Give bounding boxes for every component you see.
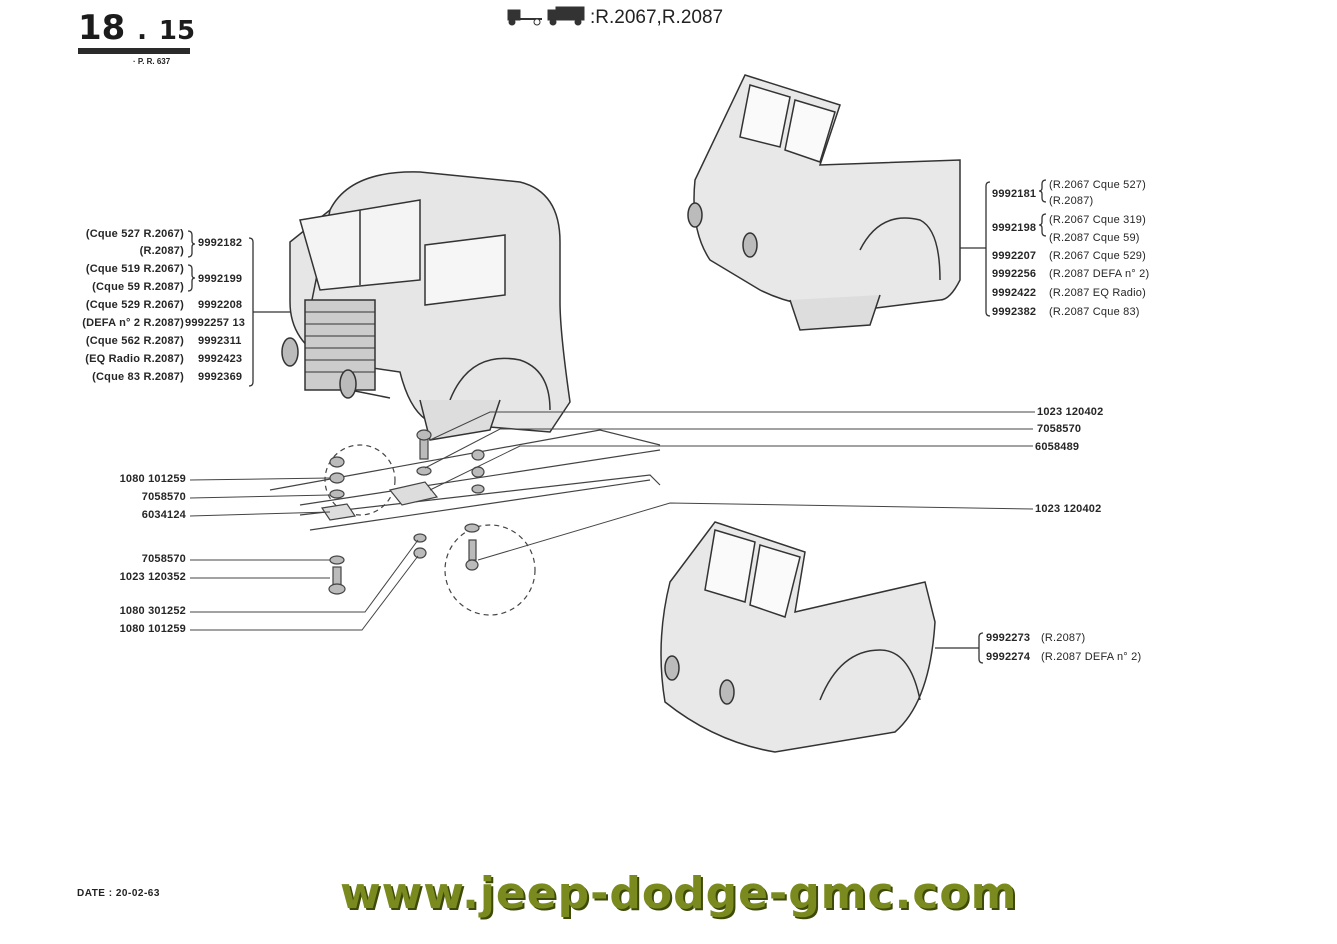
part-desc: (EQ Radio R.2087) [85,353,184,365]
part-number: 9992423 [198,353,243,365]
callout-washer: 7058570 [141,553,186,565]
left-brackets [187,230,290,387]
part-desc: (R.2087 DEFA n° 2) [1041,651,1142,663]
part-number: 9992198 [992,222,1037,234]
part-desc: (R.2087 Cque 59) [1049,232,1140,244]
truck-icons [507,6,585,26]
callout-bolt: 1023 120352 [119,571,186,583]
part-desc: (R.2087 EQ Radio) [1049,287,1146,299]
callout-nut: 1080 101259 [119,623,186,635]
part-number: 9992208 [198,299,243,311]
cab-rear-open-drawing [687,74,961,331]
part-desc: (DEFA n° 2 R.2087) [82,317,184,329]
part-number: 9992369 [198,371,243,383]
part-number: 9992382 [992,306,1037,318]
page-major: 18 [78,8,126,48]
callout-nut: 1080 301252 [119,605,186,617]
part-desc: (R.2087) [1049,195,1094,207]
page-number: 18 . 15 [78,8,195,48]
part-desc: (Cque 83 R.2087) [92,371,184,383]
part-number: 9992181 [992,188,1037,200]
part-number: 9992207 [992,250,1037,262]
part-number: 9992256 [992,268,1037,280]
callout-pad: 6058489 [1035,441,1080,453]
website-watermark: www.jeep-dodge-gmc.com [340,868,1018,919]
page-dot: . [137,16,148,46]
part-number: 9992311 [198,335,242,347]
part-desc: (R.2087 Cque 83) [1049,306,1140,318]
part-desc: (Cque 527 R.2067) [85,228,184,240]
part-number: 9992257 13 [185,317,246,329]
part-desc: (R.2067 Cque 529) [1049,250,1146,262]
page-minor: 15 [158,16,196,46]
part-number: 9992199 [198,273,243,285]
part-desc: (Cque 519 R.2067) [85,263,184,275]
part-desc: (R.2087) [139,245,184,257]
part-number: 9992422 [992,287,1037,299]
callout-bolt: 1023 120402 [1035,503,1102,515]
cab-lower-drawing [660,521,936,753]
part-desc: (Cque 59 R.2087) [92,281,184,293]
part-desc: (R.2067 Cque 319) [1049,214,1146,226]
part-desc: (Cque 529 R.2067) [85,299,184,311]
chassis-frame-drawing [269,429,661,616]
part-desc: (R.2087) [1041,632,1086,644]
leader-lines [189,411,1035,631]
page-number-underline [78,48,190,54]
cab-front-drawing [281,171,571,441]
model-designation: :R.2067,R.2087 [590,7,724,28]
callout-nut: 1080 101259 [119,473,186,485]
date-stamp: DATE : 20-02-63 [77,888,160,899]
part-desc: (R.2067 Cque 527) [1049,179,1146,191]
part-number: 9992182 [198,237,243,249]
part-number: 9992274 [986,651,1031,663]
callout-pad: 6034124 [141,509,186,521]
callout-bolt: 1023 120402 [1037,406,1104,418]
callout-washer: 7058570 [1037,423,1082,435]
part-number: 9992273 [986,632,1031,644]
part-desc: (R.2087 DEFA n° 2) [1049,268,1150,280]
callout-washer: 7058570 [141,491,186,503]
part-desc: (Cque 562 R.2087) [85,335,184,347]
reference-code: · P. R. 637 [133,57,171,66]
right-brackets [935,179,1047,664]
